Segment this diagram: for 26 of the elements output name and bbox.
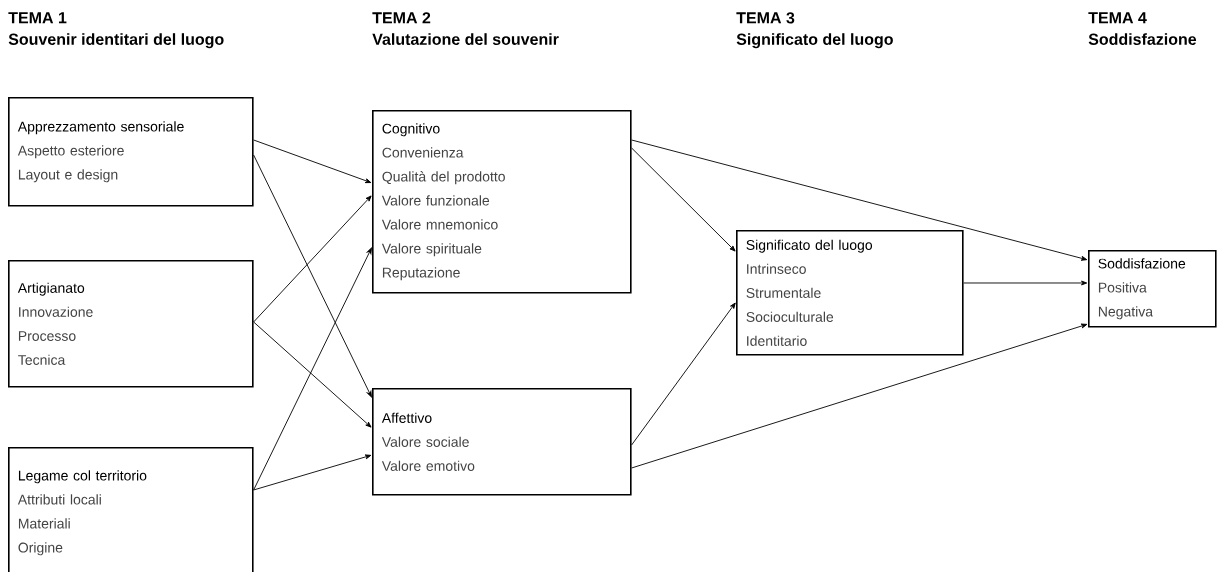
arrow (631, 323, 1088, 469)
arrow (253, 195, 372, 323)
heading: Significato del luogo (736, 33, 893, 49)
arrow (631, 147, 736, 252)
heading: Valutazione del souvenir (372, 33, 559, 45)
heading: Souvenir identitari del luogo (8, 33, 224, 49)
text-box: Significato del luogo Intrinseco Strumentale Socioculturale Identitario (736, 230, 964, 356)
arrow (253, 139, 372, 184)
heading: TEMA 1 (8, 12, 67, 24)
text-box: Cognitivo Convenienza Qualità del prodotto Valore funzionale Valore mnemonico Valore spirituale Reputazione (372, 110, 632, 294)
arrow (631, 302, 736, 446)
text-box: Affettivo Valore sociale Valore emotivo (372, 388, 632, 496)
heading: Soddisfazione (1088, 33, 1197, 45)
arrow (253, 247, 372, 491)
arrow (253, 154, 372, 398)
text-box: Apprezzamento sensoriale Aspetto esteriore Layout e design (8, 97, 254, 207)
heading: TEMA 4 (1088, 12, 1147, 24)
text-box: Artigianato Innovazione Processo Tecnica (8, 260, 254, 388)
text-box: Soddisfazione Positiva Negativa (1088, 250, 1217, 328)
heading: TEMA 3 (736, 12, 795, 24)
arrow (253, 321, 372, 428)
text-box: Legame col territorio Attributi locali Materiali Origine (8, 447, 254, 572)
heading: TEMA 2 (372, 12, 431, 24)
arrow (963, 280, 1088, 286)
arrow (631, 139, 1088, 261)
arrow (253, 454, 372, 491)
